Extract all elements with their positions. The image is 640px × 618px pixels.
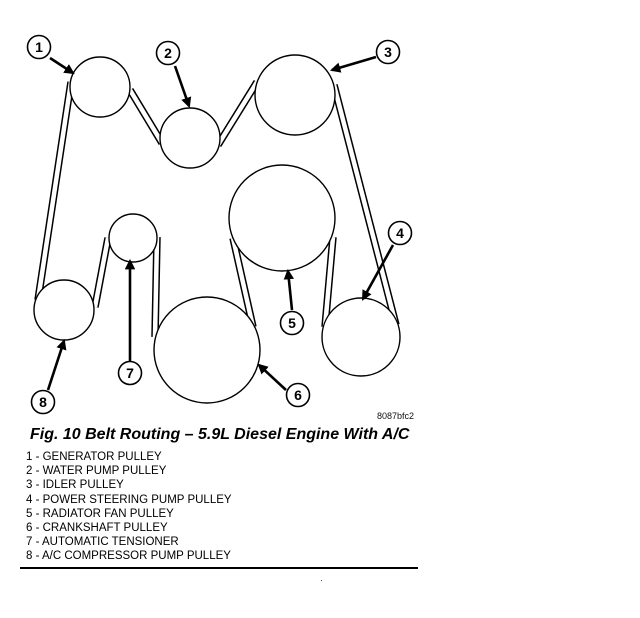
callout-number: 5 (288, 315, 296, 331)
callout-arrow (46, 339, 67, 391)
power-steering-pulley (321, 297, 401, 377)
callout-arrow (361, 244, 395, 301)
callout-circle (279, 310, 305, 336)
callout-arrow (173, 65, 192, 108)
legend-item: 4 - POWER STEERING PUMP PULLEY (26, 493, 232, 506)
callout-number: 2 (164, 45, 172, 61)
belt-segment-inner (152, 236, 160, 338)
callout-number: 4 (396, 225, 404, 241)
callout-number: 8 (39, 394, 47, 410)
legend-item: 6 - CRANKSHAFT PULLEY (26, 522, 168, 535)
generator-pulley (69, 56, 131, 118)
divider (20, 567, 418, 569)
belt-segment-inner (92, 237, 111, 308)
callout-arrow (49, 56, 75, 75)
callout-circle (30, 389, 56, 415)
legend-item: 7 - AUTOMATIC TENSIONER (26, 536, 179, 549)
callout-2: 2 (155, 40, 181, 66)
speck (321, 580, 322, 581)
belt-segment-inner (230, 237, 256, 328)
callout-3: 3 (375, 39, 401, 65)
callout-8: 8 (30, 389, 56, 415)
legend-list: 1 - GENERATOR PULLEY 2 - WATER PUMP PULL… (26, 450, 232, 564)
callout-number: 7 (126, 365, 134, 381)
water-pump-pulley (159, 107, 221, 169)
callout-circle (285, 382, 311, 408)
callout-number: 1 (35, 39, 43, 55)
ac-compressor-pulley (33, 279, 95, 341)
radiator-fan-pulley (228, 164, 336, 272)
callout-6: 6 (285, 382, 311, 408)
callout-circle (155, 40, 181, 66)
legend-item: 5 - RADIATOR FAN PULLEY (26, 507, 174, 520)
figure-title: Fig. 10 Belt Routing – 5.9L Diesel Engin… (30, 426, 410, 443)
callout-number: 3 (384, 44, 392, 60)
belt-segment-inner (322, 236, 336, 328)
callout-4: 4 (387, 220, 413, 246)
figure-code: 8087bfc2 (377, 411, 415, 421)
serpentine-belt (34, 80, 400, 338)
legend-item: 2 - WATER PUMP PULLEY (26, 465, 167, 478)
legend-item: 1 - GENERATOR PULLEY (26, 451, 162, 463)
callout-7: 7 (117, 360, 143, 386)
callout-arrow (330, 55, 377, 73)
callout-circle (117, 360, 143, 386)
belt-segment-inner (331, 84, 399, 326)
legend-item: 8 - A/C COMPRESSOR PUMP PULLEY (26, 550, 231, 563)
idler-pulley (254, 54, 336, 136)
callout-arrow (283, 268, 295, 311)
tensioner-pulley (108, 213, 158, 263)
belt-segment-inner (128, 88, 164, 145)
callout-arrow (257, 363, 287, 391)
callout-number: 6 (294, 387, 302, 403)
callout-circle (387, 220, 413, 246)
callout-1: 1 (26, 34, 52, 60)
callout-circle (375, 39, 401, 65)
callout-circle (26, 34, 52, 60)
belt-segment-inner (216, 80, 259, 147)
crankshaft-pulley (153, 296, 261, 404)
legend-item: 3 - IDLER PULLEY (26, 479, 124, 492)
belt-segment-inner (35, 81, 74, 301)
callout-5: 5 (279, 310, 305, 336)
